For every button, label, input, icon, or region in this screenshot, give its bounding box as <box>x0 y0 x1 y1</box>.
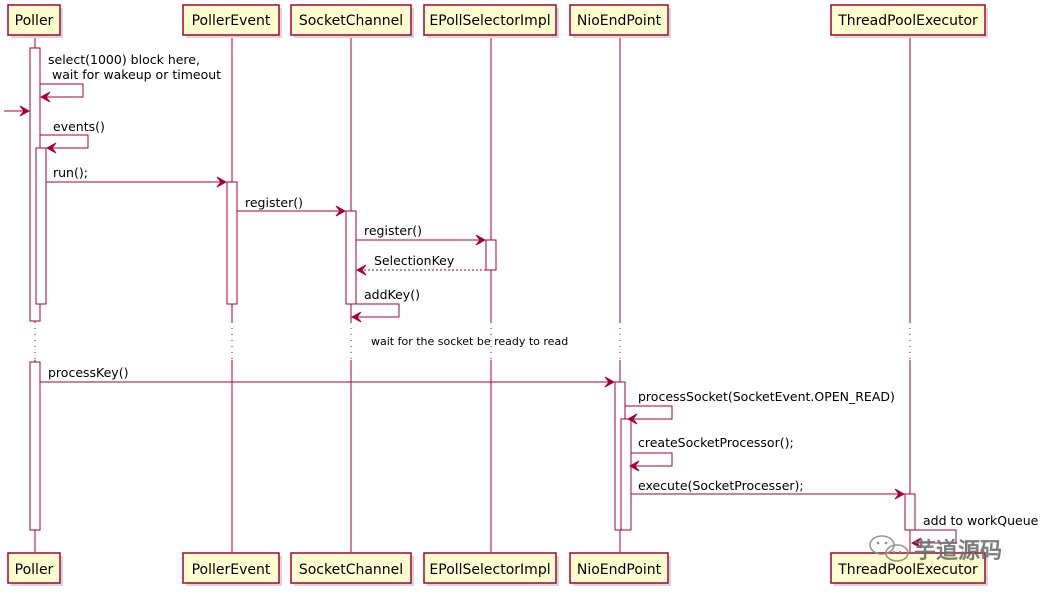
message-processkey-arrowhead <box>604 376 616 388</box>
message-select-arrowhead <box>39 91 51 103</box>
svg-text:SocketChannel: SocketChannel <box>299 562 403 578</box>
message-processsocket-arrowhead <box>626 413 638 425</box>
participants-bottom: Poller PollerEvent SocketChannel EPollSe… <box>7 552 988 586</box>
participant-pollerevent-bottom: PollerEvent <box>182 552 282 586</box>
message-createsocketprocessor-arrowhead <box>628 460 640 472</box>
message-run-arrowhead <box>216 176 228 188</box>
message-select-line <box>40 83 84 98</box>
svg-text:EPollSelectorImpl: EPollSelectorImpl <box>429 13 550 29</box>
activation-poller-inner <box>35 147 47 305</box>
participants-top: Poller PollerEvent SocketChannel EPollSe… <box>7 4 988 38</box>
participant-epollselectorimpl-top: EPollSelectorImpl <box>423 4 559 38</box>
participant-socketchannel-bottom: SocketChannel <box>290 552 414 586</box>
message-processsocket-label: processSocket(SocketEvent.OPEN_READ) <box>638 389 895 404</box>
activation-socketchannel <box>345 210 357 305</box>
message-run-label: run(); <box>53 165 88 180</box>
participant-epollselectorimpl-bottom: EPollSelectorImpl <box>423 552 559 586</box>
message-selectionkey-arrowhead <box>355 264 367 276</box>
participant-poller-top: Poller <box>7 4 63 38</box>
message-events-arrowhead <box>45 142 57 154</box>
message-selectionkey-label: SelectionKey <box>374 253 455 268</box>
lifelines <box>34 38 911 552</box>
message-workqueue-line <box>915 529 957 544</box>
svg-text:NioEndPoint: NioEndPoint <box>577 562 662 578</box>
message-processkey-label: processKey() <box>48 365 128 380</box>
activation-pollerevent <box>226 181 238 305</box>
participant-socketchannel-top: SocketChannel <box>290 4 414 38</box>
message-register-1-label: register() <box>245 195 303 210</box>
message-addkey-line <box>355 303 400 318</box>
watermark: 芋道源码 <box>869 535 1002 564</box>
message-register-2-label: register() <box>364 223 422 238</box>
message-addkey-arrowhead <box>350 311 362 323</box>
message-select-label: select(1000) block here, <box>48 52 200 67</box>
wechat-icon <box>869 535 909 562</box>
message-createsocketprocessor-line <box>631 452 673 467</box>
svg-text:NioEndPoint: NioEndPoint <box>577 13 662 29</box>
activation-nioendpoint-inner <box>620 418 632 531</box>
svg-text:PollerEvent: PollerEvent <box>192 562 271 578</box>
message-register-2-arrowhead <box>475 234 487 246</box>
participant-poller-bottom: Poller <box>7 552 63 586</box>
svg-text:PollerEvent: PollerEvent <box>192 13 271 29</box>
participant-threadpoolexecutor-top: ThreadPoolExecutor <box>830 4 988 38</box>
watermark-text: 芋道源码 <box>914 538 1002 564</box>
delay-note: wait for the socket be ready to read <box>371 335 568 348</box>
message-events-label: events() <box>53 119 105 134</box>
message-events-line <box>40 134 89 149</box>
svg-text:SocketChannel: SocketChannel <box>299 13 403 29</box>
message-execute-label: execute(SocketProcesser); <box>638 478 804 493</box>
message-select-label-line2: wait for wakeup or timeout <box>48 67 221 82</box>
activation-poller-lower <box>29 361 41 531</box>
message-found-arrowhead <box>19 105 31 117</box>
message-createsocketprocessor-label: createSocketProcessor(); <box>638 435 794 450</box>
participant-nioendpoint-bottom: NioEndPoint <box>569 552 671 586</box>
message-workqueue-arrowhead <box>910 537 922 549</box>
message-processsocket-line <box>625 405 673 420</box>
activation-epollselectorimpl <box>485 239 497 271</box>
svg-text:Poller: Poller <box>15 13 54 29</box>
message-workqueue-label: add to workQueue <box>923 513 1039 528</box>
message-execute-arrowhead <box>894 488 906 500</box>
messages: select(1000) block here, wait for wakeup… <box>4 52 1039 549</box>
participant-nioendpoint-top: NioEndPoint <box>569 4 671 38</box>
message-addkey-label: addKey() <box>364 287 420 302</box>
svg-text:Poller: Poller <box>15 562 54 578</box>
svg-text:ThreadPoolExecutor: ThreadPoolExecutor <box>837 13 978 29</box>
activation-threadpoolexecutor <box>904 493 916 531</box>
activations <box>29 47 916 531</box>
svg-text:EPollSelectorImpl: EPollSelectorImpl <box>429 562 550 578</box>
participant-pollerevent-top: PollerEvent <box>182 4 282 38</box>
svg-text:ThreadPoolExecutor: ThreadPoolExecutor <box>837 562 978 578</box>
message-register-1-arrowhead <box>335 205 347 217</box>
